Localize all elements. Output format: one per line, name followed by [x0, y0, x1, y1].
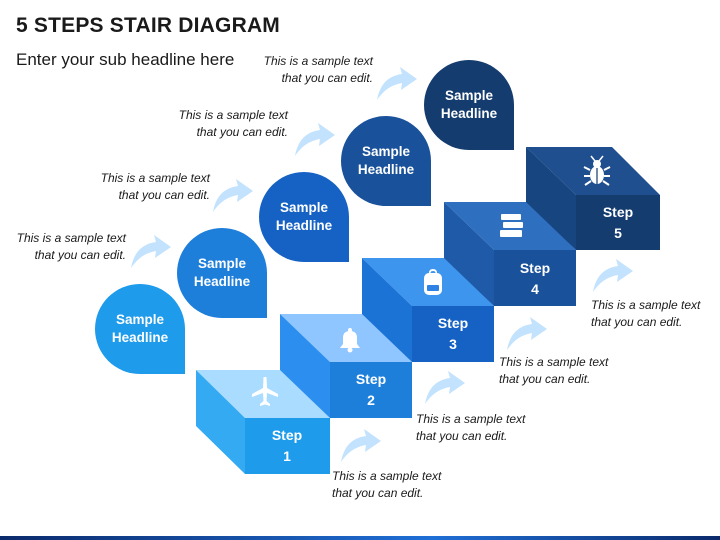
stair-step-2	[280, 314, 412, 418]
headline-3: Sample Headline	[275, 200, 333, 233]
headline-1: Sample Headline	[111, 312, 169, 345]
step-4-label: Step 4	[495, 258, 575, 300]
step-2-number: 2	[367, 392, 375, 408]
upper-arrows	[131, 67, 417, 268]
step-1-top-face	[196, 370, 330, 418]
stair-step-5	[526, 147, 660, 250]
stair-step-3	[362, 258, 494, 362]
arrow-icon	[507, 317, 547, 350]
bottom-note-4: This is a sample text that you can edit.	[591, 298, 701, 329]
headline-bubble-4	[341, 116, 431, 206]
step-3-word: Step	[437, 315, 469, 331]
top-note-1: This is a sample text that you can edit.	[16, 231, 126, 262]
arrow-icon	[593, 259, 633, 292]
headline-bubble-5	[424, 60, 514, 150]
backpack-icon	[424, 269, 442, 295]
top-note-4: This is a sample text that you can edit.	[263, 54, 373, 85]
step-3-number: 3	[449, 336, 457, 352]
step-1-number: 1	[283, 448, 291, 464]
page-title: 5 STEPS STAIR DIAGRAM	[16, 14, 281, 37]
step-4-word: Step	[519, 260, 551, 276]
bottom-note-2: This is a sample text that you can edit.	[416, 412, 526, 443]
headline-bubble-3	[259, 172, 349, 262]
step-5-label: Step 5	[578, 202, 658, 244]
airplane-icon	[252, 377, 278, 406]
top-note-2: This is a sample text that you can edit.	[100, 171, 210, 202]
page-subtitle: Enter your sub headline here	[16, 50, 235, 69]
step-1-word: Step	[271, 427, 303, 443]
step-4-number: 4	[531, 281, 539, 297]
arrow-icon	[295, 123, 335, 156]
stair-step-4	[444, 202, 576, 306]
bug-icon	[583, 155, 611, 186]
headline-4: Sample Headline	[357, 144, 415, 177]
step-5-word: Step	[602, 204, 634, 220]
bottom-note-1: This is a sample text that you can edit.	[332, 469, 442, 500]
stair-step-1	[196, 370, 330, 474]
arrow-icon	[341, 429, 381, 462]
step-5-number: 5	[614, 225, 622, 241]
step-2-side-face	[280, 314, 330, 418]
step-2-front-face	[330, 362, 412, 418]
footer-bar	[0, 536, 720, 540]
step-2-word: Step	[355, 371, 387, 387]
step-5-front-face	[576, 195, 660, 250]
headline-5: Sample Headline	[440, 88, 498, 121]
step-4-front-face	[494, 250, 576, 306]
headline-2: Sample Headline	[193, 256, 251, 289]
arrow-icon	[425, 371, 465, 404]
step-1-front-face	[245, 418, 330, 474]
step-3-front-face	[412, 306, 494, 362]
step-5-side-face	[526, 147, 576, 250]
step-1-side-face	[196, 370, 245, 474]
top-note-3: This is a sample text that you can edit.	[178, 108, 288, 139]
lower-arrows	[341, 259, 633, 462]
arrow-icon	[131, 235, 171, 268]
step-4-side-face	[444, 202, 494, 306]
arrow-icon	[213, 179, 253, 212]
books-icon	[500, 214, 523, 237]
bell-icon	[340, 328, 360, 353]
step-2-label: Step 2	[331, 369, 411, 411]
headline-bubble-2	[177, 228, 267, 318]
step-3-label: Step 3	[413, 313, 493, 355]
arrow-icon	[377, 67, 417, 100]
step-3-side-face	[362, 258, 412, 362]
step-1-label: Step 1	[247, 425, 327, 467]
headline-bubble-1	[95, 284, 185, 374]
bottom-note-3: This is a sample text that you can edit.	[499, 355, 609, 386]
